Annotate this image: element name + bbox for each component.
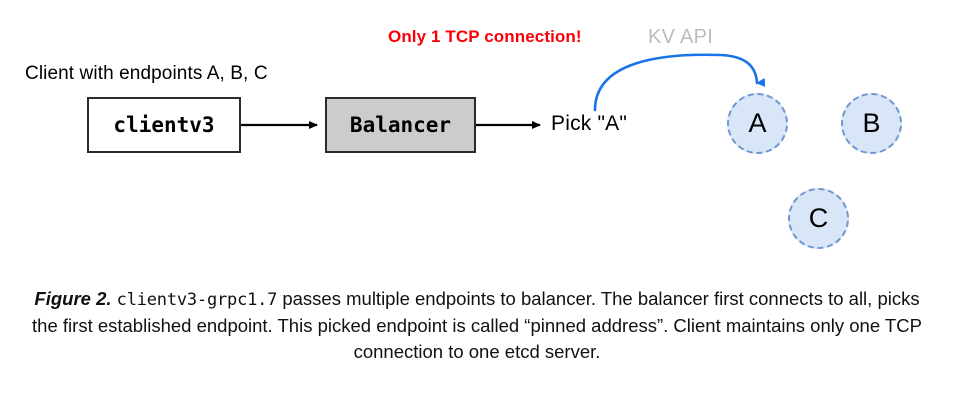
- pick-endpoint-label: Pick "A": [551, 112, 628, 135]
- client-endpoints-label: Client with endpoints A, B, C: [25, 63, 268, 84]
- diagram-canvas: Client with endpoints A, B, C Only 1 TCP…: [25, 26, 902, 249]
- tcp-connection-warning-label: Only 1 TCP connection!: [388, 27, 582, 46]
- kv-api-label: KV API: [648, 26, 714, 48]
- caption-code-term: clientv3-grpc1.7: [116, 290, 278, 310]
- endpoint-circle-a: A: [727, 93, 788, 154]
- figure-caption: Figure 2. clientv3-grpc1.7 passes multip…: [28, 286, 926, 365]
- caption-body-text: passes multiple endpoints to balancer. T…: [32, 288, 922, 362]
- figure-number-label: Figure 2.: [34, 288, 117, 309]
- node-balancer: Balancer: [325, 97, 476, 153]
- node-clientv3: clientv3: [87, 97, 241, 153]
- endpoint-circle-b: B: [841, 93, 902, 154]
- kv-api-connection-arrow: [593, 53, 766, 112]
- endpoint-circle-c: C: [788, 188, 849, 249]
